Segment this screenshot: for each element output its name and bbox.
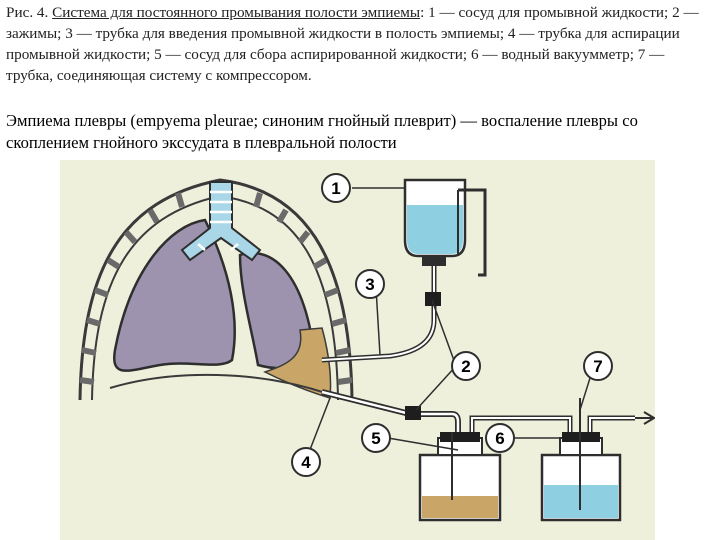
empyema-definition: Эмпиема плевры (empyema pleurae; синоним… [6,111,638,152]
aspiration-tube [321,389,461,436]
callout-2-label: 2 [461,357,470,376]
irrigation-system-figure: 1 2 3 4 5 6 7 [60,160,655,540]
irrigation-fluid-vessel [403,178,487,277]
callout-7: 7 [583,351,613,381]
water-vacuum-gauge [540,398,622,522]
left-lung [112,218,236,372]
figure-legend-text: : 1 — сосуд для промывной жидкости; 2 — … [6,4,699,84]
callout-2: 2 [451,351,481,381]
callout-5-label: 5 [371,429,380,448]
empyema-pus-collection [263,327,332,399]
callout-5: 5 [361,423,391,453]
callout-7-label: 7 [593,357,602,376]
collection-vessel [418,432,502,522]
trachea [180,181,262,262]
diaphragm [109,373,341,399]
callout-4: 4 [291,447,321,477]
compressor-arrow [635,411,655,425]
callout-3-label: 3 [365,275,374,294]
callout-1: 1 [321,173,351,203]
callout-3: 3 [355,269,385,299]
callout-6-label: 6 [495,429,504,448]
clamp-upper [425,292,441,306]
figure-caption: Рис. 4. Система для постоянного промыван… [6,2,712,86]
irrigation-tube [321,266,437,363]
callout-4-label: 4 [301,453,311,472]
callout-1-label: 1 [331,179,340,198]
label-leader-lines [305,187,591,461]
irrigation-diagram: 1 2 3 4 5 6 7 [60,160,655,540]
figure-title: Система для постоянного промывания полос… [52,4,421,21]
callout-6: 6 [485,423,515,453]
figure-label: Рис. 4. [6,4,49,21]
